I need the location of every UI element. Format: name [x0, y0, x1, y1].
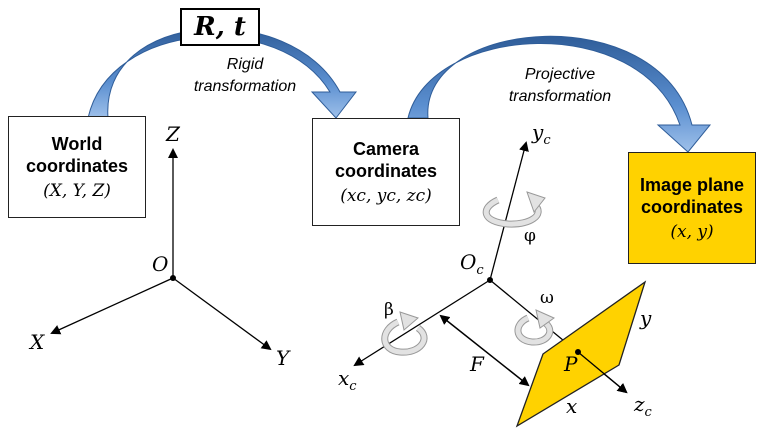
projective-transform-arc [407, 35, 712, 153]
camera-vars: (xc, yc, zc) [340, 186, 432, 206]
image-title-line1: Image plane [639, 175, 745, 195]
rotation-phi-icon [482, 191, 546, 228]
projective-transformation-label: Projective transformation [490, 64, 630, 108]
world-title-line1: World [51, 134, 103, 154]
camera-z-letter: z [634, 392, 645, 416]
camera-y-sub: c [543, 133, 551, 148]
world-origin-label: O [152, 252, 169, 276]
camera-z-label: zc [634, 392, 652, 420]
camera-x-letter: x [338, 366, 350, 390]
world-axes [50, 148, 272, 351]
camera-origin-letter: O [460, 250, 477, 274]
projective-label-line1: Projective [524, 66, 596, 83]
camera-x-label: xc [338, 366, 357, 394]
rotation-omega-label: ω [540, 288, 554, 308]
image-title-line2: coordinates [640, 197, 744, 217]
focal-length-arrow [439, 314, 530, 387]
projective-label-line2: transformation [508, 88, 612, 105]
rigid-transform-arc [87, 28, 358, 119]
camera-title-line2: coordinates [334, 161, 438, 181]
principal-point-label: P [564, 352, 578, 376]
rigid-transformation-label: Rigid transformation [180, 54, 310, 98]
rotation-omega-icon [514, 309, 556, 346]
camera-y-letter: y [532, 120, 544, 144]
focal-length-label: F [470, 352, 484, 376]
camera-x-sub: c [349, 379, 357, 394]
world-coordinates-box: World coordinates (X, Y, Z) [8, 116, 146, 218]
camera-y-label: yc [532, 120, 551, 148]
rigid-label-line2: transformation [193, 78, 297, 95]
rotation-beta-label: β [384, 300, 394, 320]
world-title-line2: coordinates [25, 156, 129, 176]
world-y-label: Y [276, 346, 290, 370]
rotation-phi-label: φ [524, 226, 536, 246]
image-plane-coordinates-box: Image plane coordinates (x, y) [628, 152, 756, 264]
world-z-label: Z [166, 122, 180, 146]
world-x-label: X [30, 330, 45, 354]
world-vars: (X, Y, Z) [43, 181, 111, 201]
camera-title-line1: Camera [352, 139, 420, 159]
rotation-beta-icon [381, 311, 428, 356]
camera-z-sub: c [644, 405, 652, 420]
image-plane-y-label: y [640, 306, 652, 330]
camera-coordinates-box: Camera coordinates (xc, yc, zc) [312, 118, 460, 226]
rigid-label-line1: Rigid [226, 56, 264, 73]
image-vars: (x, y) [670, 222, 714, 242]
principal-point [575, 349, 581, 355]
transform-parameters-box: R, t [180, 8, 260, 46]
camera-origin-sub: c [476, 263, 484, 278]
camera-origin-label: Oc [460, 250, 484, 278]
image-plane-x-label: x [566, 394, 578, 418]
